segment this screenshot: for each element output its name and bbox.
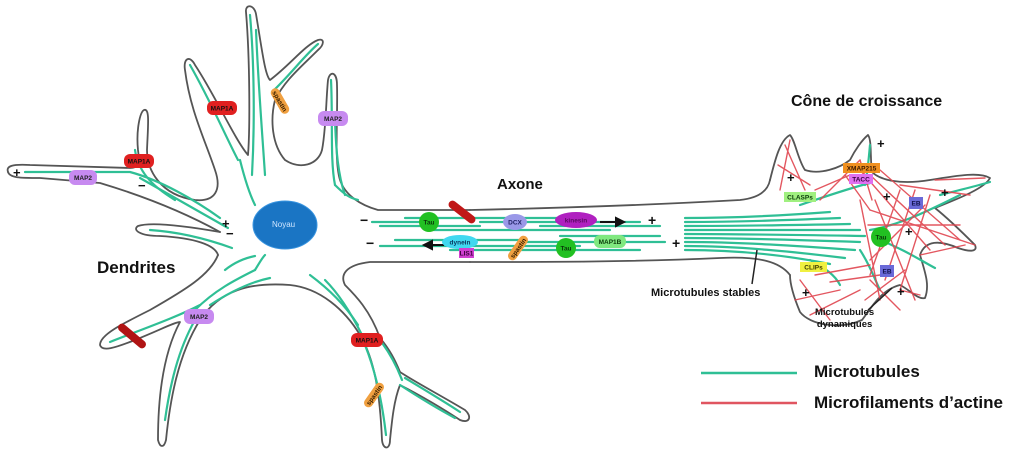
- plus-sign: +: [877, 136, 885, 151]
- svg-text:EB: EB: [882, 269, 891, 276]
- label-stable-microtubules: Microtubules stables: [651, 287, 761, 299]
- svg-text:MAP2: MAP2: [74, 175, 92, 182]
- leader-lines: [751, 249, 893, 311]
- plus-sign: +: [787, 170, 795, 185]
- label-dendrites: Dendrites: [97, 258, 176, 277]
- protein-dcx: DCX: [503, 214, 527, 230]
- polarity-signs: + − + − − − + + + + + + + + +: [13, 136, 949, 300]
- svg-text:kinesin: kinesin: [565, 218, 587, 225]
- legend-label-actin: Microfilaments d’actine: [814, 393, 1003, 412]
- nucleus: [252, 200, 318, 250]
- leader-stable-mt: [751, 249, 758, 285]
- plus-sign: +: [802, 285, 810, 300]
- protein-tacc: TACC: [849, 174, 873, 184]
- plus-sign: +: [897, 284, 905, 299]
- minus-sign: −: [366, 235, 374, 251]
- arrow-left-icon: [421, 239, 444, 251]
- minus-sign: −: [138, 178, 146, 193]
- protein-map2: MAP2: [318, 111, 348, 126]
- protein-tau: Tau: [419, 212, 439, 232]
- svg-text:DCX: DCX: [508, 220, 522, 227]
- protein-map2: MAP2: [184, 309, 214, 324]
- svg-text:CLIPs: CLIPs: [804, 265, 823, 272]
- label-growth-cone: Cône de croissance: [791, 93, 943, 110]
- leader-dynamic-mt: [867, 287, 893, 311]
- svg-text:Tau: Tau: [875, 235, 886, 242]
- svg-text:MAP2: MAP2: [190, 314, 208, 321]
- protein-map2: MAP2: [69, 170, 97, 185]
- plus-sign: +: [13, 165, 21, 180]
- svg-text:LIS1: LIS1: [460, 251, 474, 258]
- protein-dynein: dynein: [442, 235, 478, 249]
- svg-text:Tau: Tau: [560, 246, 571, 253]
- label-dynamic-line1: Microtubules: [815, 307, 875, 318]
- membrane-axon-top: [469, 179, 771, 211]
- protein-clips: CLIPs: [800, 262, 827, 272]
- legend-swatches: [701, 371, 797, 405]
- label-dynamic-microtubules: Microtubules dynamiques: [815, 307, 874, 331]
- microtubules: [23, 13, 992, 437]
- label-axon: Axone: [497, 176, 543, 193]
- plus-sign: +: [941, 185, 949, 200]
- label-nucleus: Noyau: [272, 220, 296, 229]
- plus-sign: +: [672, 235, 680, 251]
- minus-sign: −: [360, 212, 368, 228]
- protein-map1a: MAP1A: [124, 154, 154, 168]
- protein-tau: Tau: [871, 227, 891, 247]
- protein-eb: EB: [909, 197, 923, 209]
- membrane-soma-left: [99, 254, 471, 449]
- protein-map1b: MAP1B: [594, 235, 626, 248]
- motor-arrows: [421, 216, 627, 251]
- protein-eb: EB: [880, 265, 894, 277]
- svg-text:MAP2: MAP2: [324, 116, 342, 123]
- membrane-left-lower: [7, 171, 221, 233]
- plus-sign: +: [883, 189, 891, 204]
- protein-spastin: spastin: [508, 235, 528, 261]
- protein-lis1: LIS1: [459, 248, 474, 258]
- svg-text:MAP1A: MAP1A: [128, 159, 151, 166]
- protein-map1a: MAP1A: [207, 101, 237, 115]
- membrane-axon-bottom: [469, 256, 791, 276]
- svg-text:MAP1A: MAP1A: [356, 338, 379, 345]
- label-dynamic-line2: dynamiques: [816, 319, 873, 330]
- protein-kinesin: kinesin: [555, 212, 597, 228]
- svg-text:EB: EB: [911, 201, 920, 208]
- protein-tau: Tau: [556, 238, 576, 258]
- protein-katanin: [448, 200, 476, 224]
- plus-sign: +: [648, 212, 656, 228]
- protein-xmap215: XMAP215: [843, 163, 880, 173]
- minus-sign: −: [226, 226, 234, 241]
- legend-label-microtubules: Microtubules: [814, 362, 920, 381]
- svg-text:dynein: dynein: [450, 240, 471, 247]
- svg-text:MAP1B: MAP1B: [599, 239, 622, 246]
- protein-katanin: [118, 323, 146, 349]
- membrane-left-loop: [135, 223, 221, 256]
- svg-text:TACC: TACC: [852, 177, 870, 184]
- svg-text:XMAP215: XMAP215: [847, 166, 877, 173]
- plus-sign: +: [222, 216, 230, 231]
- svg-text:MAP1A: MAP1A: [211, 106, 234, 113]
- arrow-right-icon: [600, 216, 627, 228]
- protein-map1a: MAP1A: [351, 333, 383, 347]
- svg-text:CLASPs: CLASPs: [787, 195, 813, 202]
- svg-text:Tau: Tau: [423, 220, 434, 227]
- protein-clasps: CLASPs: [784, 192, 816, 202]
- plus-sign: +: [905, 224, 913, 239]
